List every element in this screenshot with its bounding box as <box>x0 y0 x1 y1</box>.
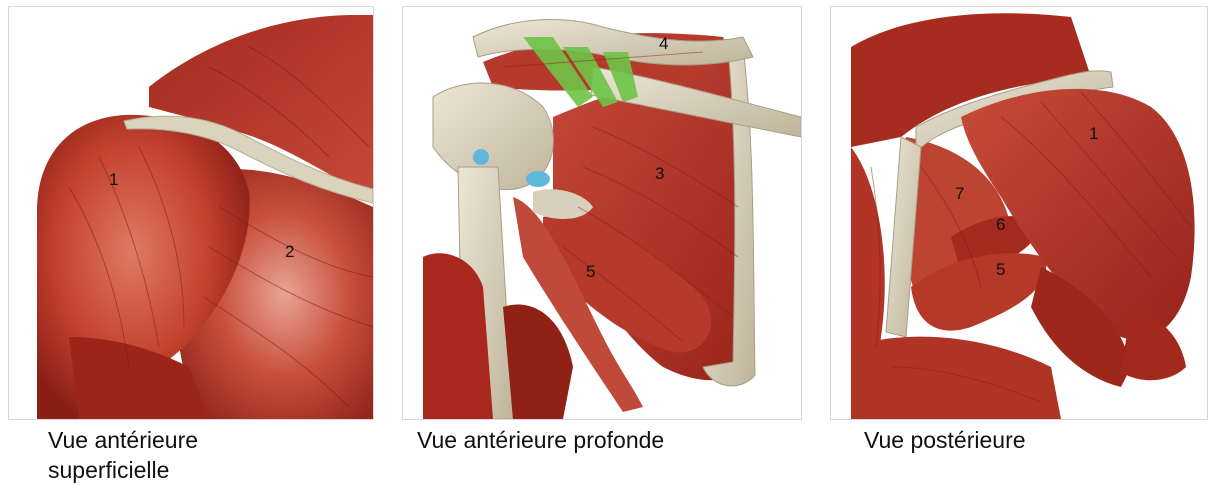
caption-line-1: Vue antérieure <box>48 425 348 455</box>
label-5: 5 <box>996 260 1005 279</box>
glenoid-cartilage <box>526 171 550 187</box>
anterior-superficial-view-panel: 1 2 <box>8 6 374 420</box>
coracobrachialis-muscle <box>503 305 573 420</box>
label-2: 2 <box>285 242 294 261</box>
anterior-deep-illustration: 4 3 5 <box>403 7 801 419</box>
arm-cut-muscle <box>1121 307 1186 380</box>
label-4: 4 <box>659 34 668 53</box>
label-1: 1 <box>109 170 118 189</box>
label-6: 6 <box>996 215 1005 234</box>
anterior-deep-view-panel: 4 3 5 <box>402 6 802 420</box>
caption-line-1: Vue antérieure profonde <box>417 425 797 455</box>
label-5: 5 <box>586 262 595 281</box>
anterior-superficial-illustration: 1 2 <box>9 7 373 419</box>
caption-posterior: Vue postérieure <box>864 425 1164 455</box>
label-7: 7 <box>955 184 964 203</box>
label-3: 3 <box>655 164 664 183</box>
latissimus-lower-muscle <box>851 337 1061 419</box>
caption-line-2: superficielle <box>48 455 348 485</box>
posterior-view-panel: 1 7 6 5 <box>830 6 1208 420</box>
label-1: 1 <box>1089 124 1098 143</box>
cartilage-marker <box>473 149 489 165</box>
caption-line-1: Vue postérieure <box>864 425 1164 455</box>
posterior-illustration: 1 7 6 5 <box>831 7 1207 419</box>
caption-anterior-superficial: Vue antérieure superficielle <box>48 425 348 485</box>
caption-anterior-deep: Vue antérieure profonde <box>417 425 797 455</box>
